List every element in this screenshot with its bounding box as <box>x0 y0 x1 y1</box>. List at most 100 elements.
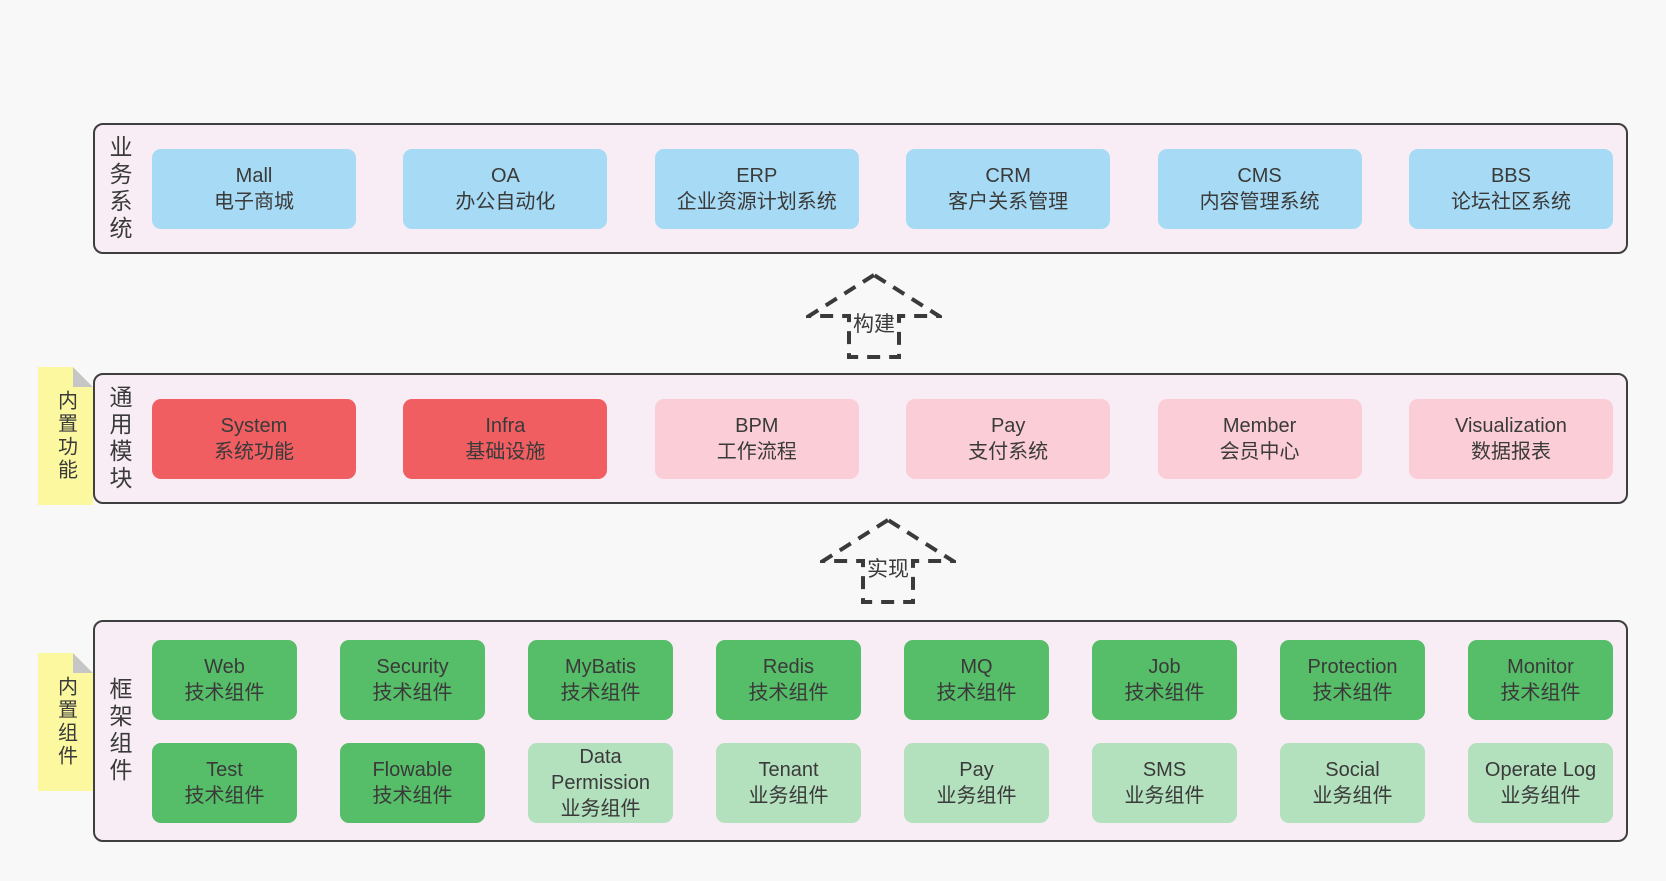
box-title: SMS <box>1142 758 1187 781</box>
box-title: Test <box>206 758 243 781</box>
box-title: Social <box>1325 758 1380 781</box>
box-subtitle: 业务组件 <box>1500 784 1581 807</box>
box-title: System <box>220 414 288 437</box>
box-subtitle: 技术组件 <box>1312 681 1393 704</box>
box-title: Data Permission <box>551 745 650 794</box>
box-subtitle: 业务组件 <box>1312 784 1393 807</box>
box-subtitle: 技术组件 <box>184 681 265 704</box>
box-title: Pay <box>990 414 1026 437</box>
note-built-in-features: 内置功能 <box>38 367 93 505</box>
box-title: Job <box>1148 655 1181 678</box>
components-row-2: Test 技术组件 Flowable 技术组件 Data Permission … <box>152 742 1613 823</box>
box-subtitle: 技术组件 <box>560 681 641 704</box>
components-row-1: Web 技术组件 Security 技术组件 MyBatis 技术组件 Redi… <box>152 639 1613 720</box>
box-title: Mall <box>235 164 273 187</box>
box-subtitle: 客户关系管理 <box>948 190 1069 213</box>
box-flowable: Flowable 技术组件 <box>340 742 485 823</box>
box-title: Flowable <box>372 758 453 781</box>
box-mybatis: MyBatis 技术组件 <box>528 639 673 720</box>
box-title: Infra <box>485 414 526 437</box>
box-data-permission: Data Permission 业务组件 <box>528 742 673 823</box>
box-title: Tenant <box>758 758 819 781</box>
layer-business-label: 业务系统 <box>106 134 132 243</box>
box-web: Web 技术组件 <box>152 639 297 720</box>
block-arrow-up-icon <box>820 517 956 604</box>
box-subtitle: 技术组件 <box>1500 681 1581 704</box>
box-pay: Pay 支付系统 <box>906 398 1111 479</box>
box-title: MyBatis <box>564 655 637 678</box>
box-oa: OA 办公自动化 <box>403 148 608 229</box>
box-title: Protection <box>1307 655 1398 678</box>
box-title: Pay <box>959 758 994 781</box>
box-subtitle: 工作流程 <box>716 440 797 463</box>
layer-business-systems: 业务系统 Mall 电子商城 OA 办公自动化 ERP 企业资源计划系统 CRM… <box>93 123 1628 254</box>
arrow-build: 构建 <box>806 272 942 360</box>
box-subtitle: 业务组件 <box>1124 784 1205 807</box>
layer-framework-components: 框架组件 Web 技术组件 Security 技术组件 MyBatis 技术组件… <box>93 620 1628 842</box>
box-title: Member <box>1222 414 1297 437</box>
folded-corner-icon <box>73 367 93 387</box>
box-cms: CMS 内容管理系统 <box>1157 148 1362 229</box>
box-title: ERP <box>736 164 778 187</box>
box-title: CMS <box>1237 164 1282 187</box>
box-title: Monitor <box>1507 655 1574 678</box>
box-subtitle: 支付系统 <box>968 440 1049 463</box>
note-built-in-components: 内置组件 <box>38 653 93 791</box>
box-bpm: BPM 工作流程 <box>654 398 859 479</box>
box-subtitle: 内容管理系统 <box>1199 190 1320 213</box>
box-redis: Redis 技术组件 <box>716 639 861 720</box>
layer-components-label: 框架组件 <box>106 677 132 785</box>
box-pay-business: Pay 业务组件 <box>904 742 1049 823</box>
box-subtitle: 电子商城 <box>214 190 294 213</box>
box-subtitle: 业务组件 <box>560 797 641 820</box>
box-tenant: Tenant 业务组件 <box>716 742 861 823</box>
components-box-grid: Web 技术组件 Security 技术组件 MyBatis 技术组件 Redi… <box>132 622 1626 840</box>
business-box-row: Mall 电子商城 OA 办公自动化 ERP 企业资源计划系统 CRM 客户关系… <box>132 125 1626 252</box>
box-subtitle: 论坛社区系统 <box>1450 190 1571 213</box>
box-subtitle: 办公自动化 <box>455 190 556 213</box>
box-subtitle: 技术组件 <box>372 784 453 807</box>
folded-corner-icon <box>73 653 93 673</box>
box-subtitle: 技术组件 <box>184 784 265 807</box>
box-subtitle: 业务组件 <box>748 784 829 807</box>
box-job: Job 技术组件 <box>1092 639 1237 720</box>
box-title: Redis <box>762 655 815 678</box>
box-title: CRM <box>985 164 1031 187</box>
box-title: OA <box>490 164 520 187</box>
block-arrow-up-icon <box>806 272 942 359</box>
arrow-implement: 实现 <box>820 517 956 605</box>
layer-modules-label: 通用模块 <box>106 384 132 493</box>
note-text: 内置组件 <box>54 676 77 768</box>
box-subtitle: 数据报表 <box>1470 440 1551 463</box>
box-security: Security 技术组件 <box>340 639 485 720</box>
box-subtitle: 技术组件 <box>1124 681 1205 704</box>
box-subtitle: 企业资源计划系统 <box>676 190 837 213</box>
box-title: Operate Log <box>1484 758 1597 781</box>
box-subtitle: 技术组件 <box>372 681 453 704</box>
box-subtitle: 系统功能 <box>214 440 294 463</box>
box-sms: SMS 业务组件 <box>1092 742 1237 823</box>
box-subtitle: 技术组件 <box>748 681 829 704</box>
arrow-implement-label: 实现 <box>865 557 911 582</box>
box-bbs: BBS 论坛社区系统 <box>1408 148 1613 229</box>
box-erp: ERP 企业资源计划系统 <box>654 148 859 229</box>
box-title: Web <box>204 655 245 678</box>
box-crm: CRM 客户关系管理 <box>906 148 1111 229</box>
box-member: Member 会员中心 <box>1157 398 1362 479</box>
box-social: Social 业务组件 <box>1280 742 1425 823</box>
box-title: MQ <box>960 655 993 678</box>
box-infra: Infra 基础设施 <box>403 398 608 479</box>
box-protection: Protection 技术组件 <box>1280 639 1425 720</box>
box-visualization: Visualization 数据报表 <box>1408 398 1613 479</box>
box-subtitle: 会员中心 <box>1219 440 1300 463</box>
note-text: 内置功能 <box>54 390 77 482</box>
box-title: Security <box>376 655 449 678</box>
box-subtitle: 业务组件 <box>936 784 1017 807</box>
layer-common-modules: 通用模块 System 系统功能 Infra 基础设施 BPM 工作流程 Pay… <box>93 373 1628 504</box>
box-monitor: Monitor 技术组件 <box>1468 639 1613 720</box>
box-title: BPM <box>735 414 779 437</box>
box-test: Test 技术组件 <box>152 742 297 823</box>
arrow-build-label: 构建 <box>851 312 897 337</box>
box-mall: Mall 电子商城 <box>152 148 356 229</box>
